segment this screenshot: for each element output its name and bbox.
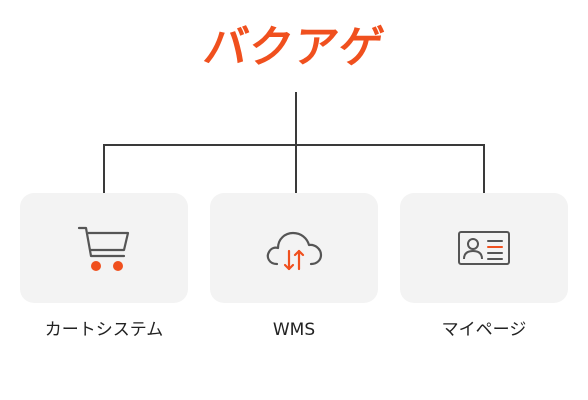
cloud-sync-icon <box>266 231 323 271</box>
shopping-cart-icon <box>77 226 130 271</box>
node-card-my-page <box>400 193 568 303</box>
node-label-my-page: マイページ <box>441 320 527 340</box>
profile-card-icon <box>458 231 510 265</box>
node-label-wms: WMS <box>272 320 316 340</box>
node-card-wms <box>210 193 378 303</box>
node-card-cart-system <box>20 193 188 303</box>
node-label-cart-system: カートシステム <box>44 320 164 340</box>
